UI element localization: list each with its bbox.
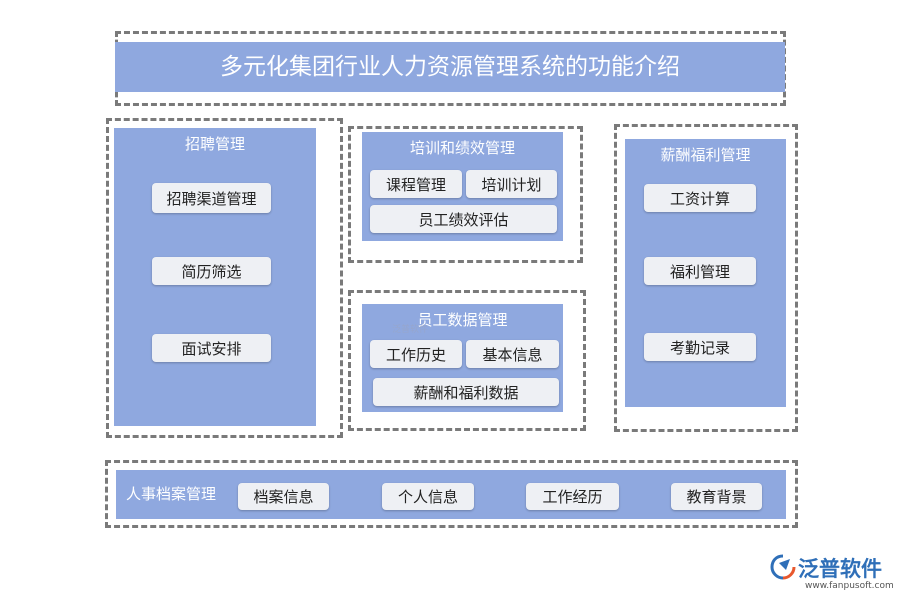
title-bar: [115, 42, 785, 92]
education-item: 教育背景: [671, 483, 762, 510]
work-history-item: 工作历史: [370, 340, 462, 368]
archive-info-item: 档案信息: [238, 483, 329, 510]
hr-archive-frame: [105, 460, 798, 528]
training-plan-item: 培训计划: [466, 170, 557, 198]
salary-frame: [614, 124, 798, 432]
training-frame: [348, 126, 583, 263]
employee-data-title: 员工数据管理: [417, 311, 508, 329]
personal-info-item: 个人信息: [382, 483, 474, 510]
recruitment-panel: 招聘管理 招聘渠道管理 简历筛选 面试安排: [114, 128, 316, 426]
basic-info-item: 基本信息: [466, 340, 559, 368]
recruitment-title: 招聘管理: [184, 135, 245, 153]
logo-icon: [770, 554, 796, 580]
resume-screening-item: 简历筛选: [152, 257, 271, 285]
work-experience-item: 工作经历: [526, 483, 619, 510]
salary-benefit-data-item: 薪酬和福利数据: [373, 378, 559, 406]
performance-review-item: 员工绩效评估: [370, 205, 557, 233]
training-panel: 培训和绩效管理 课程管理 培训计划 员工绩效评估: [362, 132, 563, 241]
recruitment-frame: [106, 118, 343, 438]
hr-archive-title: 人事档案管理: [126, 485, 217, 503]
logo-text: 泛普软件: [798, 557, 882, 581]
page-title: 多元化集团行业人力资源管理系统的功能介绍: [220, 54, 680, 80]
employee-data-panel: 员工数据管理 工作历史 基本信息 薪酬和福利数据: [362, 304, 563, 412]
logo-url: www.fanpusoft.com: [805, 581, 894, 591]
fanpusoft-logo: 泛普软件 www.fanpusoft.com: [770, 552, 895, 594]
course-management-item: 课程管理: [370, 170, 462, 198]
watermark: 泛普软件: [392, 325, 429, 335]
attendance-record-item: 考勤记录: [644, 333, 756, 361]
employee-data-frame: [348, 290, 586, 431]
training-title: 培训和绩效管理: [409, 139, 515, 157]
salary-title: 薪酬福利管理: [660, 146, 751, 164]
payroll-item: 工资计算: [644, 184, 756, 212]
hr-archive-panel: 档案信息 个人信息 工作经历 教育背景: [116, 470, 786, 519]
benefit-management-item: 福利管理: [644, 257, 756, 285]
recruitment-channel-item: 招聘渠道管理: [152, 183, 271, 213]
salary-panel: 薪酬福利管理 工资计算 福利管理 考勤记录: [625, 139, 786, 407]
interview-schedule-item: 面试安排: [152, 334, 271, 362]
